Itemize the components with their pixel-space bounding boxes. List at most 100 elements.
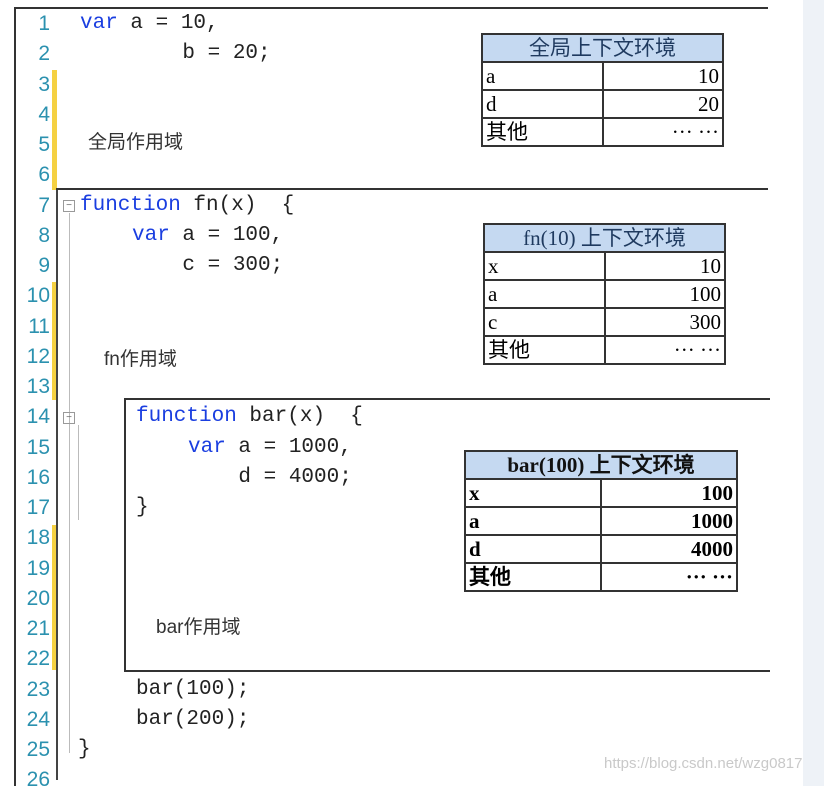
variable-name: a [481,61,604,91]
line-number: 3 [38,72,50,96]
line-number: 15 [26,435,50,459]
variable-name: d [481,89,604,119]
watermark: https://blog.csdn.net/wzg0817 [604,755,803,772]
code-line: c = 300; [132,251,283,281]
fn-scope-left-border [56,190,58,780]
code-text: bar(200); [136,707,250,731]
fold-toggle-icon[interactable]: − [63,412,75,424]
keyword: var [132,223,170,247]
line-number: 5 [38,133,50,156]
code-line: bar(100); [136,675,249,705]
variable-value: 10 [601,61,724,91]
variable-value: 4000 [600,534,738,564]
code-line: var a = 1000, [188,433,352,463]
line-number: 9 [38,254,50,277]
variable-name: 其他 [483,335,606,365]
line-number: 4 [38,102,50,126]
line-number: 1 [38,12,50,35]
variable-name: c [483,307,606,337]
change-marker [52,282,57,400]
table-title: 全局上下文环境 [481,33,724,63]
editor-border [14,7,768,9]
fn-scope-label: fn作用域 [104,349,177,370]
line-number: 26 [26,768,50,792]
variable-value: 300 [603,307,726,337]
change-marker [52,525,57,670]
code-text: b = 20; [132,42,271,66]
code-line: } [78,735,91,765]
line-number: 6 [38,163,50,187]
table-row: 其他··· ··· [483,335,726,365]
global-scope-label: 全局作用域 [88,132,184,153]
change-marker [52,70,57,190]
line-number: 20 [26,586,50,610]
bar-scope-label: bar作用域 [156,617,241,638]
keyword: function [80,193,181,217]
line-number: 19 [26,556,50,580]
code-text: d = 4000; [188,465,352,489]
line-number: 10 [26,284,50,308]
code-line: var a = 10, [80,9,219,39]
code-text: a = 10, [117,12,219,35]
variable-value: 20 [601,89,724,119]
background-panel [803,0,824,786]
fold-guide [69,213,70,753]
table-title: bar(100) 上下文环境 [464,450,738,480]
code-text: fn(x) { [180,193,295,217]
variable-name: x [483,251,606,281]
code-line: function fn(x) { [80,191,294,221]
line-number: 23 [26,677,50,701]
bar-scope-box [124,398,770,672]
code-line: d = 4000; [188,463,352,493]
line-number: 7 [38,193,50,217]
line-number: 25 [26,738,50,761]
code-text: bar(100); [136,677,250,701]
variable-value: ··· ··· [603,335,726,365]
line-number: 18 [26,526,50,550]
variable-value: 100 [600,478,738,508]
keyword: var [188,435,226,459]
line-number: 14 [26,405,50,429]
line-number: 21 [26,617,50,640]
variable-value: 100 [603,279,726,309]
variable-value: 10 [603,251,726,281]
variable-name: a [464,506,602,536]
line-number: 11 [28,314,50,338]
variable-value: 1000 [600,506,738,536]
table-title: fn(10) 上下文环境 [483,223,726,253]
variable-value: ··· ··· [600,562,738,592]
code-line: var a = 100, [132,221,283,251]
code-line: } [136,493,149,523]
code-text: bar(x) { [236,405,363,429]
editor-border [14,7,16,786]
variable-name: a [483,279,606,309]
line-number: 8 [38,223,50,247]
line-number: 12 [26,344,50,368]
keyword: var [80,12,118,35]
fn-scope-top-border [56,188,768,190]
fold-toggle-icon[interactable]: − [63,200,75,212]
code-text: a = 1000, [225,435,352,459]
variable-name: x [464,478,602,508]
variable-name: d [464,534,602,564]
fold-guide [78,425,79,520]
line-number: 16 [26,465,50,489]
variable-value: ··· ··· [601,117,724,147]
code-text: } [78,738,91,761]
code-line: b = 20; [132,39,271,69]
line-number: 22 [26,647,50,671]
code-line: function bar(x) { [136,402,363,432]
line-number: 13 [26,375,50,398]
table-row: 其他··· ··· [464,562,738,592]
keyword: function [136,405,237,429]
variable-name: 其他 [481,117,604,147]
variable-name: 其他 [464,562,602,592]
